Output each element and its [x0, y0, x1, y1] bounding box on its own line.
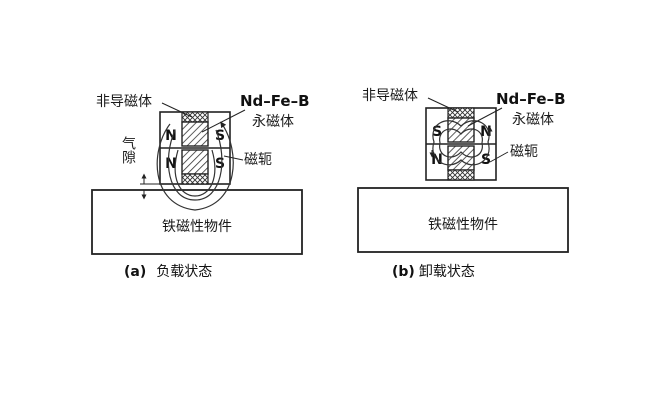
panel-b-caption-text: 卸载状态 [419, 264, 475, 280]
panel-b-magnet-assembly: S N N S [425, 107, 497, 181]
panel-b-flux-lines [429, 120, 493, 166]
panel-b-yoke-label: 磁轭 [510, 144, 538, 160]
panel-a-caption-text: 负载状态 [156, 264, 212, 280]
panel-a-airgap-label: 气隙 [120, 136, 136, 164]
panel-a-flux-lines [156, 121, 234, 211]
panel-a-nonmagnetic-top [181, 111, 209, 123]
panel-a-workpiece [91, 189, 303, 255]
panel-b-nonmagnetic-bottom [447, 169, 475, 181]
panel-b-nonmagnetic-label: 非导磁体 [362, 88, 418, 104]
panel-b-pole-bottom-right: S [481, 152, 491, 168]
panel-a-caption: (a) 负载状态 [124, 263, 212, 280]
panel-a-nonmagnetic-label: 非导磁体 [96, 94, 152, 110]
panel-a-loaded: 铁磁性物件 N S N S 气隙 非导磁体 [91, 92, 310, 280]
panel-a-yoke-label: 磁轭 [244, 152, 272, 168]
panel-b-workpiece [357, 187, 569, 253]
panel-a-airgap-indicator: 气隙 [120, 136, 160, 200]
panel-a-magnet-assembly: N S N S [159, 111, 231, 185]
panel-a-pole-bottom-left: N [165, 156, 177, 172]
panel-b-caption: (b) 卸载状态 [392, 263, 475, 280]
panel-b-pole-top-right: N [480, 124, 492, 140]
panel-a-pole-top-left: N [165, 128, 177, 144]
panel-a-workpiece-label: 铁磁性物件 [162, 219, 232, 235]
panel-a-pole-bottom-right: S [215, 156, 225, 172]
panel-a-caption-prefix: (a) [124, 264, 146, 280]
panel-a-magnet-label: 永磁体 [252, 114, 294, 130]
panel-a-magnet-bottom [181, 149, 209, 175]
panel-a-ndfeb-label: Nd–Fe–B [240, 92, 310, 110]
panel-b-ndfeb-label: Nd–Fe–B [496, 90, 566, 108]
panel-a-magnet-top [181, 121, 209, 147]
panel-b-caption-prefix: (b) [392, 264, 415, 280]
panel-a-nonmagnetic-bottom [181, 173, 209, 185]
panel-b-magnet-label: 永磁体 [512, 112, 554, 128]
panel-a-pole-top-right: S [215, 128, 225, 144]
panel-b-pole-top-left: S [432, 124, 442, 140]
panel-b-unloaded: 铁磁性物件 S N N S 非导磁体 Nd–Fe–B 永磁体 磁轭 [357, 88, 569, 280]
panel-b-magnet-bottom [447, 145, 475, 171]
panel-b-magnet-top [447, 117, 475, 143]
panel-b-workpiece-label: 铁磁性物件 [428, 217, 498, 233]
